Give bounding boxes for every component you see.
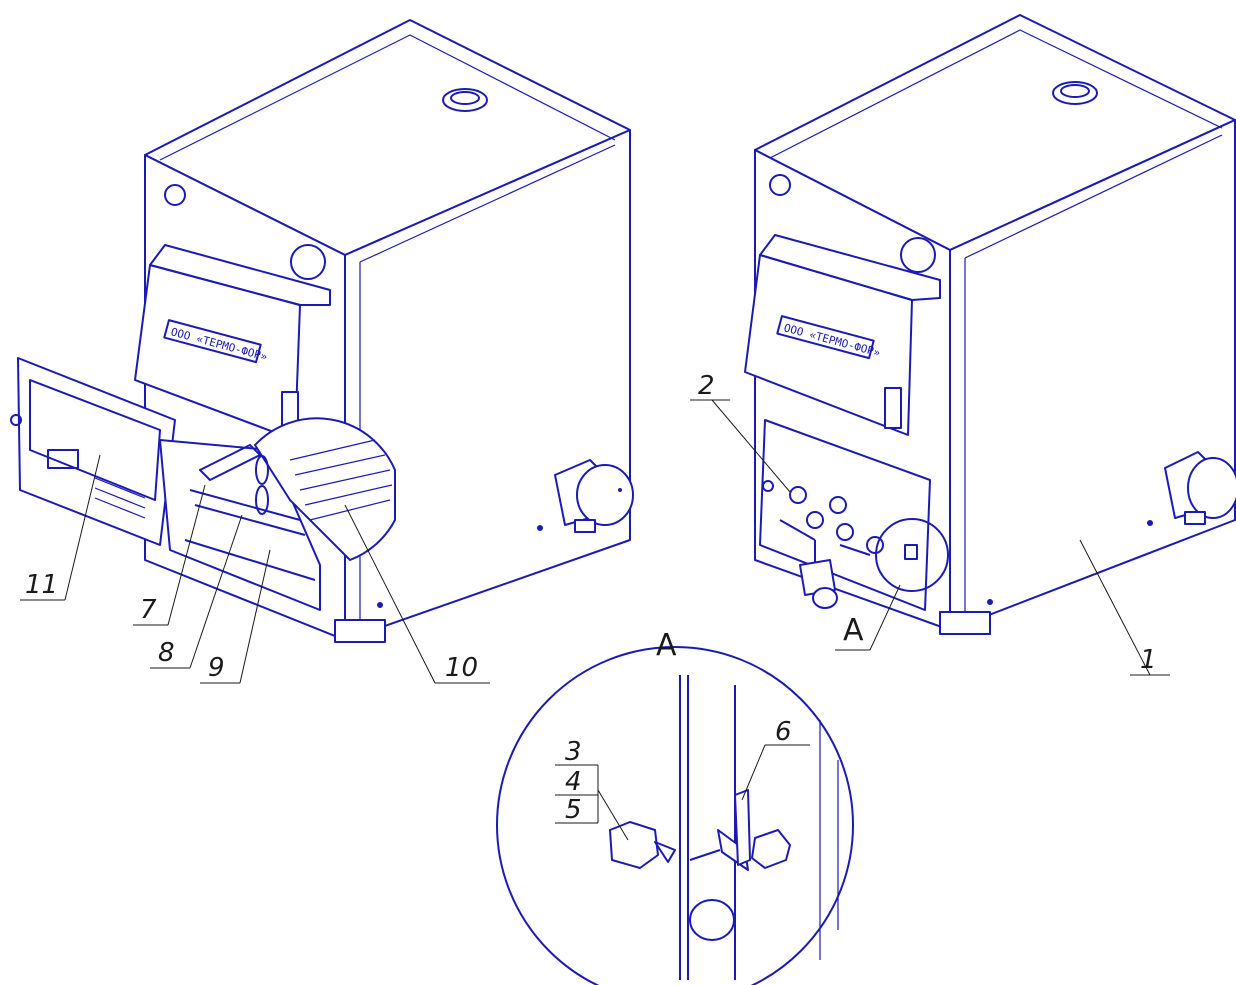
callout-11: 11 [25, 570, 58, 600]
detail-a-leader-label: A [843, 613, 864, 648]
callout-10: 10 [445, 653, 478, 683]
side-fitting-right [1164, 451, 1236, 525]
top-connection-left [442, 88, 488, 112]
foot-left [334, 619, 386, 643]
callout-6: 6 [775, 717, 792, 747]
top-connection-right [1052, 81, 1098, 105]
callout-8: 8 [158, 638, 175, 668]
foot-right [939, 611, 991, 635]
port-left-small [164, 184, 186, 206]
detail-a-title: A [656, 628, 677, 663]
callout-labels: 1 2 3 4 5 6 7 8 9 10 11 A A [25, 371, 1157, 825]
callout-2: 2 [698, 371, 715, 401]
detail-a-marker [875, 518, 949, 592]
bolt-nut-washer [609, 821, 676, 869]
port-left-large [290, 244, 326, 280]
side-fitting-left [554, 459, 634, 533]
nameplate-right [776, 315, 875, 360]
callout-5: 5 [565, 795, 582, 825]
port-right-large [900, 237, 936, 273]
ash-door-11 [17, 357, 176, 546]
draft-regulator [779, 519, 871, 609]
ash-door-2 [759, 419, 931, 611]
callout-1: 1 [1140, 645, 1157, 675]
detail-view-a [496, 646, 854, 985]
callout-4: 4 [565, 767, 582, 797]
callout-3: 3 [565, 737, 582, 767]
boiler-right: ООО «ТЕРМО-ФОР» [744, 14, 1236, 635]
leader-lines [20, 399, 1170, 841]
bracket-6 [689, 789, 791, 941]
callout-9: 9 [208, 653, 225, 683]
grate-detail-10 [254, 417, 396, 561]
boiler-left: ООО «ТЕРМО-ФОР» [10, 19, 634, 643]
nameplate-left [163, 319, 262, 364]
callout-7: 7 [140, 595, 157, 625]
hinge-right [884, 387, 902, 429]
boiler-right-side [949, 119, 1236, 631]
port-right-small [769, 174, 791, 196]
detail-view-circle [496, 646, 854, 985]
